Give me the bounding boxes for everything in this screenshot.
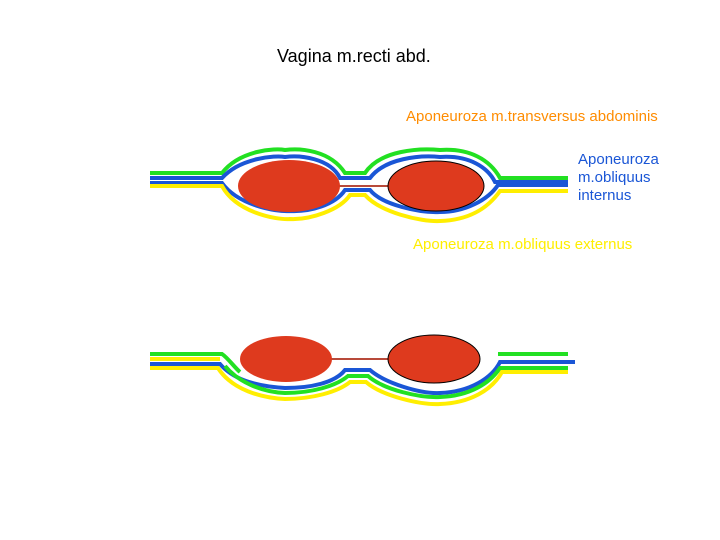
upper-left-rectus-muscle [238, 160, 340, 212]
upper-blue-layer [150, 154, 568, 184]
lower-green-layer [150, 352, 242, 374]
label-internus-line-2: m.obliquus [578, 169, 651, 186]
lower-section [150, 334, 575, 407]
label-obliquus-internus-aponeurosis: Aponeuroza m.obliquus internus [578, 151, 659, 205]
upper-green-layer [150, 147, 568, 180]
lower-left-rectus-muscle [240, 336, 332, 382]
label-internus-line-1: Aponeuroza [578, 151, 659, 168]
label-internus-line-3: internus [578, 187, 632, 204]
diagram-title: Vagina m.recti abd. [277, 46, 431, 66]
lower-blue-layer [150, 360, 575, 396]
lower-green-layer-2 [223, 364, 568, 400]
upper-right-rectus-muscle [387, 160, 485, 212]
lower-right-rectus-muscle [387, 334, 481, 384]
label-obliquus-externus-aponeurosis: Aponeuroza m.obliquus externus [413, 236, 633, 253]
label-transversus-aponeurosis: Aponeuroza m.transversus abdominis [406, 108, 658, 125]
upper-section [150, 147, 568, 224]
lower-yellow-layer [150, 366, 568, 407]
upper-yellow-layer [150, 184, 568, 224]
